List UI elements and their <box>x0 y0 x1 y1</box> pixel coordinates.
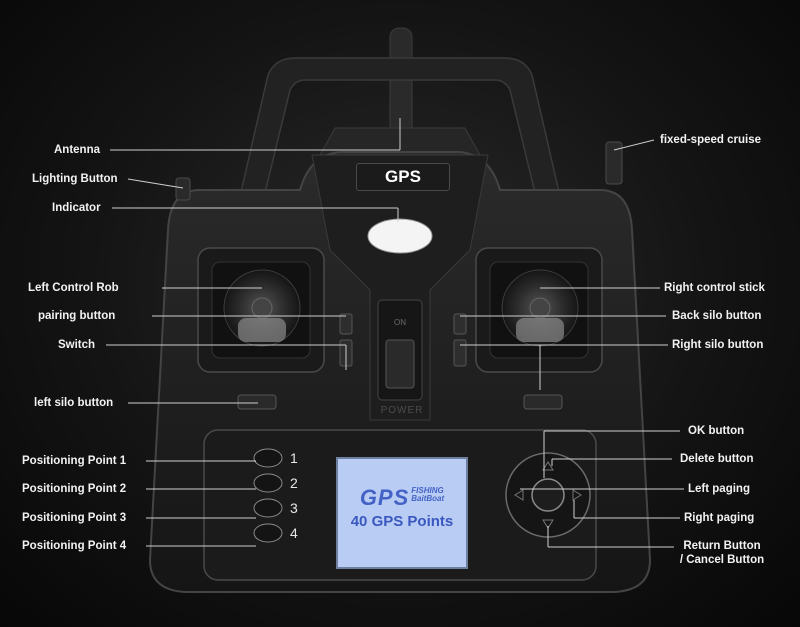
label-positioning-point-4: Positioning Point 4 <box>22 540 127 552</box>
left-silo-button-shape <box>237 394 277 410</box>
point-number-3: 3 <box>290 500 298 516</box>
label-ok-button: OK button <box>688 425 745 437</box>
positioning-point-2-button <box>253 473 283 493</box>
label-pairing-button: pairing button <box>38 310 116 322</box>
fixed-speed-cruise-shape <box>605 141 623 185</box>
left-stick-well <box>197 247 325 373</box>
screen-points-text: 40 GPS Points <box>350 513 454 530</box>
power-on-label: ON <box>394 318 406 327</box>
right-stick-well <box>475 247 603 373</box>
label-left-silo-button: left silo button <box>34 397 114 409</box>
label-return-button-line1: Return Button <box>683 540 761 552</box>
screen-logo: GPS <box>359 485 410 510</box>
label-switch: Switch <box>58 339 96 351</box>
label-fixed-speed-cruise: fixed-speed cruise <box>660 134 761 146</box>
power-switch-slider <box>385 339 415 389</box>
label-left-control-rob: Left Control Rob <box>28 282 119 294</box>
label-right-control-stick: Right control stick <box>664 282 765 294</box>
label-positioning-point-1: Positioning Point 1 <box>22 455 127 467</box>
label-right-silo-button: Right silo button <box>672 339 764 351</box>
screen-logo-sub-1: FISHING <box>411 486 444 495</box>
back-silo-button-shape <box>453 313 467 335</box>
label-antenna: Antenna <box>54 144 100 156</box>
pairing-button-shape <box>339 313 353 335</box>
leader-lines <box>106 118 684 548</box>
right-silo-side-button-shape <box>453 339 467 367</box>
gps-badge: GPS <box>356 163 450 191</box>
label-left-paging: Left paging <box>688 483 750 495</box>
label-indicator: Indicator <box>52 202 101 214</box>
antenna-shape <box>389 27 413 139</box>
label-right-paging: Right paging <box>684 512 755 524</box>
label-positioning-point-2: Positioning Point 2 <box>22 483 127 495</box>
positioning-point-1-button <box>253 448 283 468</box>
lighting-button-shape <box>175 177 191 201</box>
label-delete-button: Delete button <box>680 453 754 465</box>
center-column <box>311 154 489 421</box>
label-return-button-line2: / Cancel Button <box>679 554 765 566</box>
indicator-light <box>367 218 433 254</box>
label-positioning-point-3: Positioning Point 3 <box>22 512 127 524</box>
positioning-point-4-button <box>253 523 283 543</box>
label-back-silo-button: Back silo button <box>672 310 762 322</box>
d-pad <box>505 452 591 538</box>
label-lighting-button: Lighting Button <box>32 173 118 185</box>
point-number-1: 1 <box>290 450 298 466</box>
right-silo-button-shape <box>523 394 563 410</box>
positioning-point-3-button <box>253 498 283 518</box>
screen-logo-sub-2: BaitBoat <box>411 494 445 503</box>
label-return-cancel-button: Return Button / Cancel Button <box>672 539 772 567</box>
power-label: POWER <box>380 405 424 416</box>
point-number-2: 2 <box>290 475 298 491</box>
point-number-4: 4 <box>290 525 298 541</box>
